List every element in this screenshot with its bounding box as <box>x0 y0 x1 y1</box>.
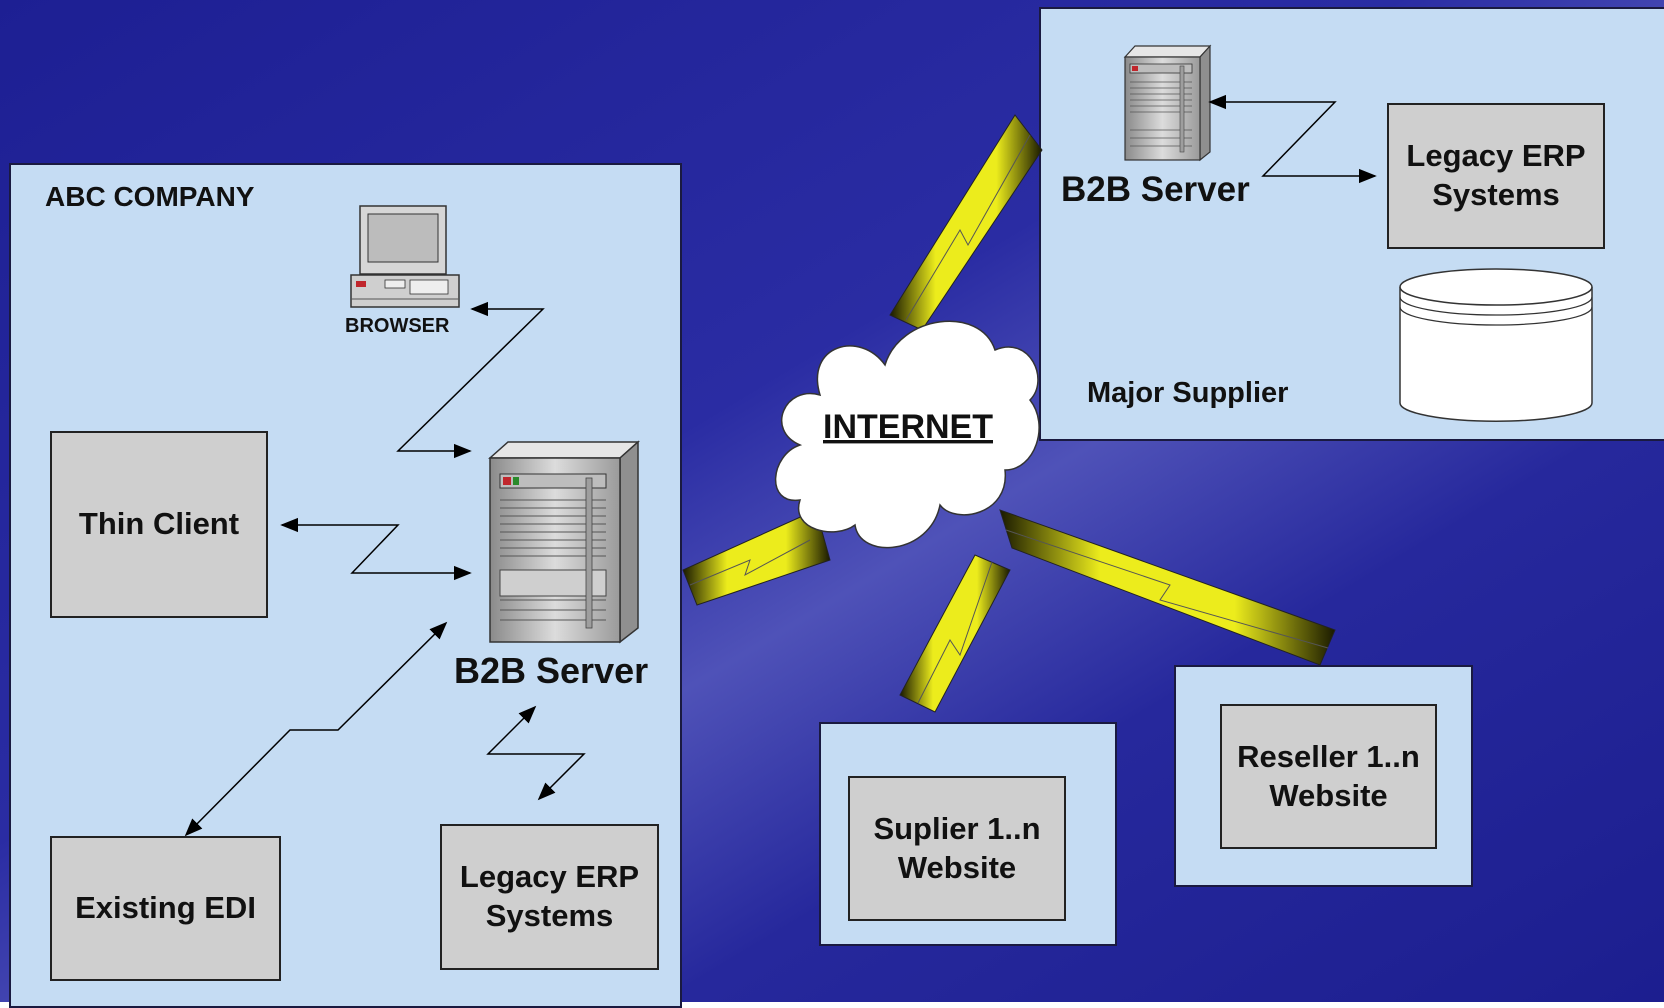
thin-client-box[interactable]: Thin Client <box>50 431 268 618</box>
abc-legacy-erp-box[interactable]: Legacy ERP Systems <box>440 824 659 970</box>
supplier-b2b-server-label: B2B Server <box>1061 170 1250 209</box>
supplier-legacy-erp-box[interactable]: Legacy ERP Systems <box>1387 103 1605 249</box>
abc-b2b-server-label: B2B Server <box>454 650 649 691</box>
abc-company-title: ABC COMPANY <box>45 181 255 212</box>
existing-edi-box[interactable]: Existing EDI <box>50 836 281 981</box>
reseller-website-box[interactable]: Reseller 1..n Website <box>1220 704 1437 849</box>
supplier-website-box[interactable]: Suplier 1..n Website <box>848 776 1066 921</box>
major-supplier-title: Major Supplier <box>1087 377 1289 409</box>
browser-label: BROWSER <box>345 315 450 337</box>
